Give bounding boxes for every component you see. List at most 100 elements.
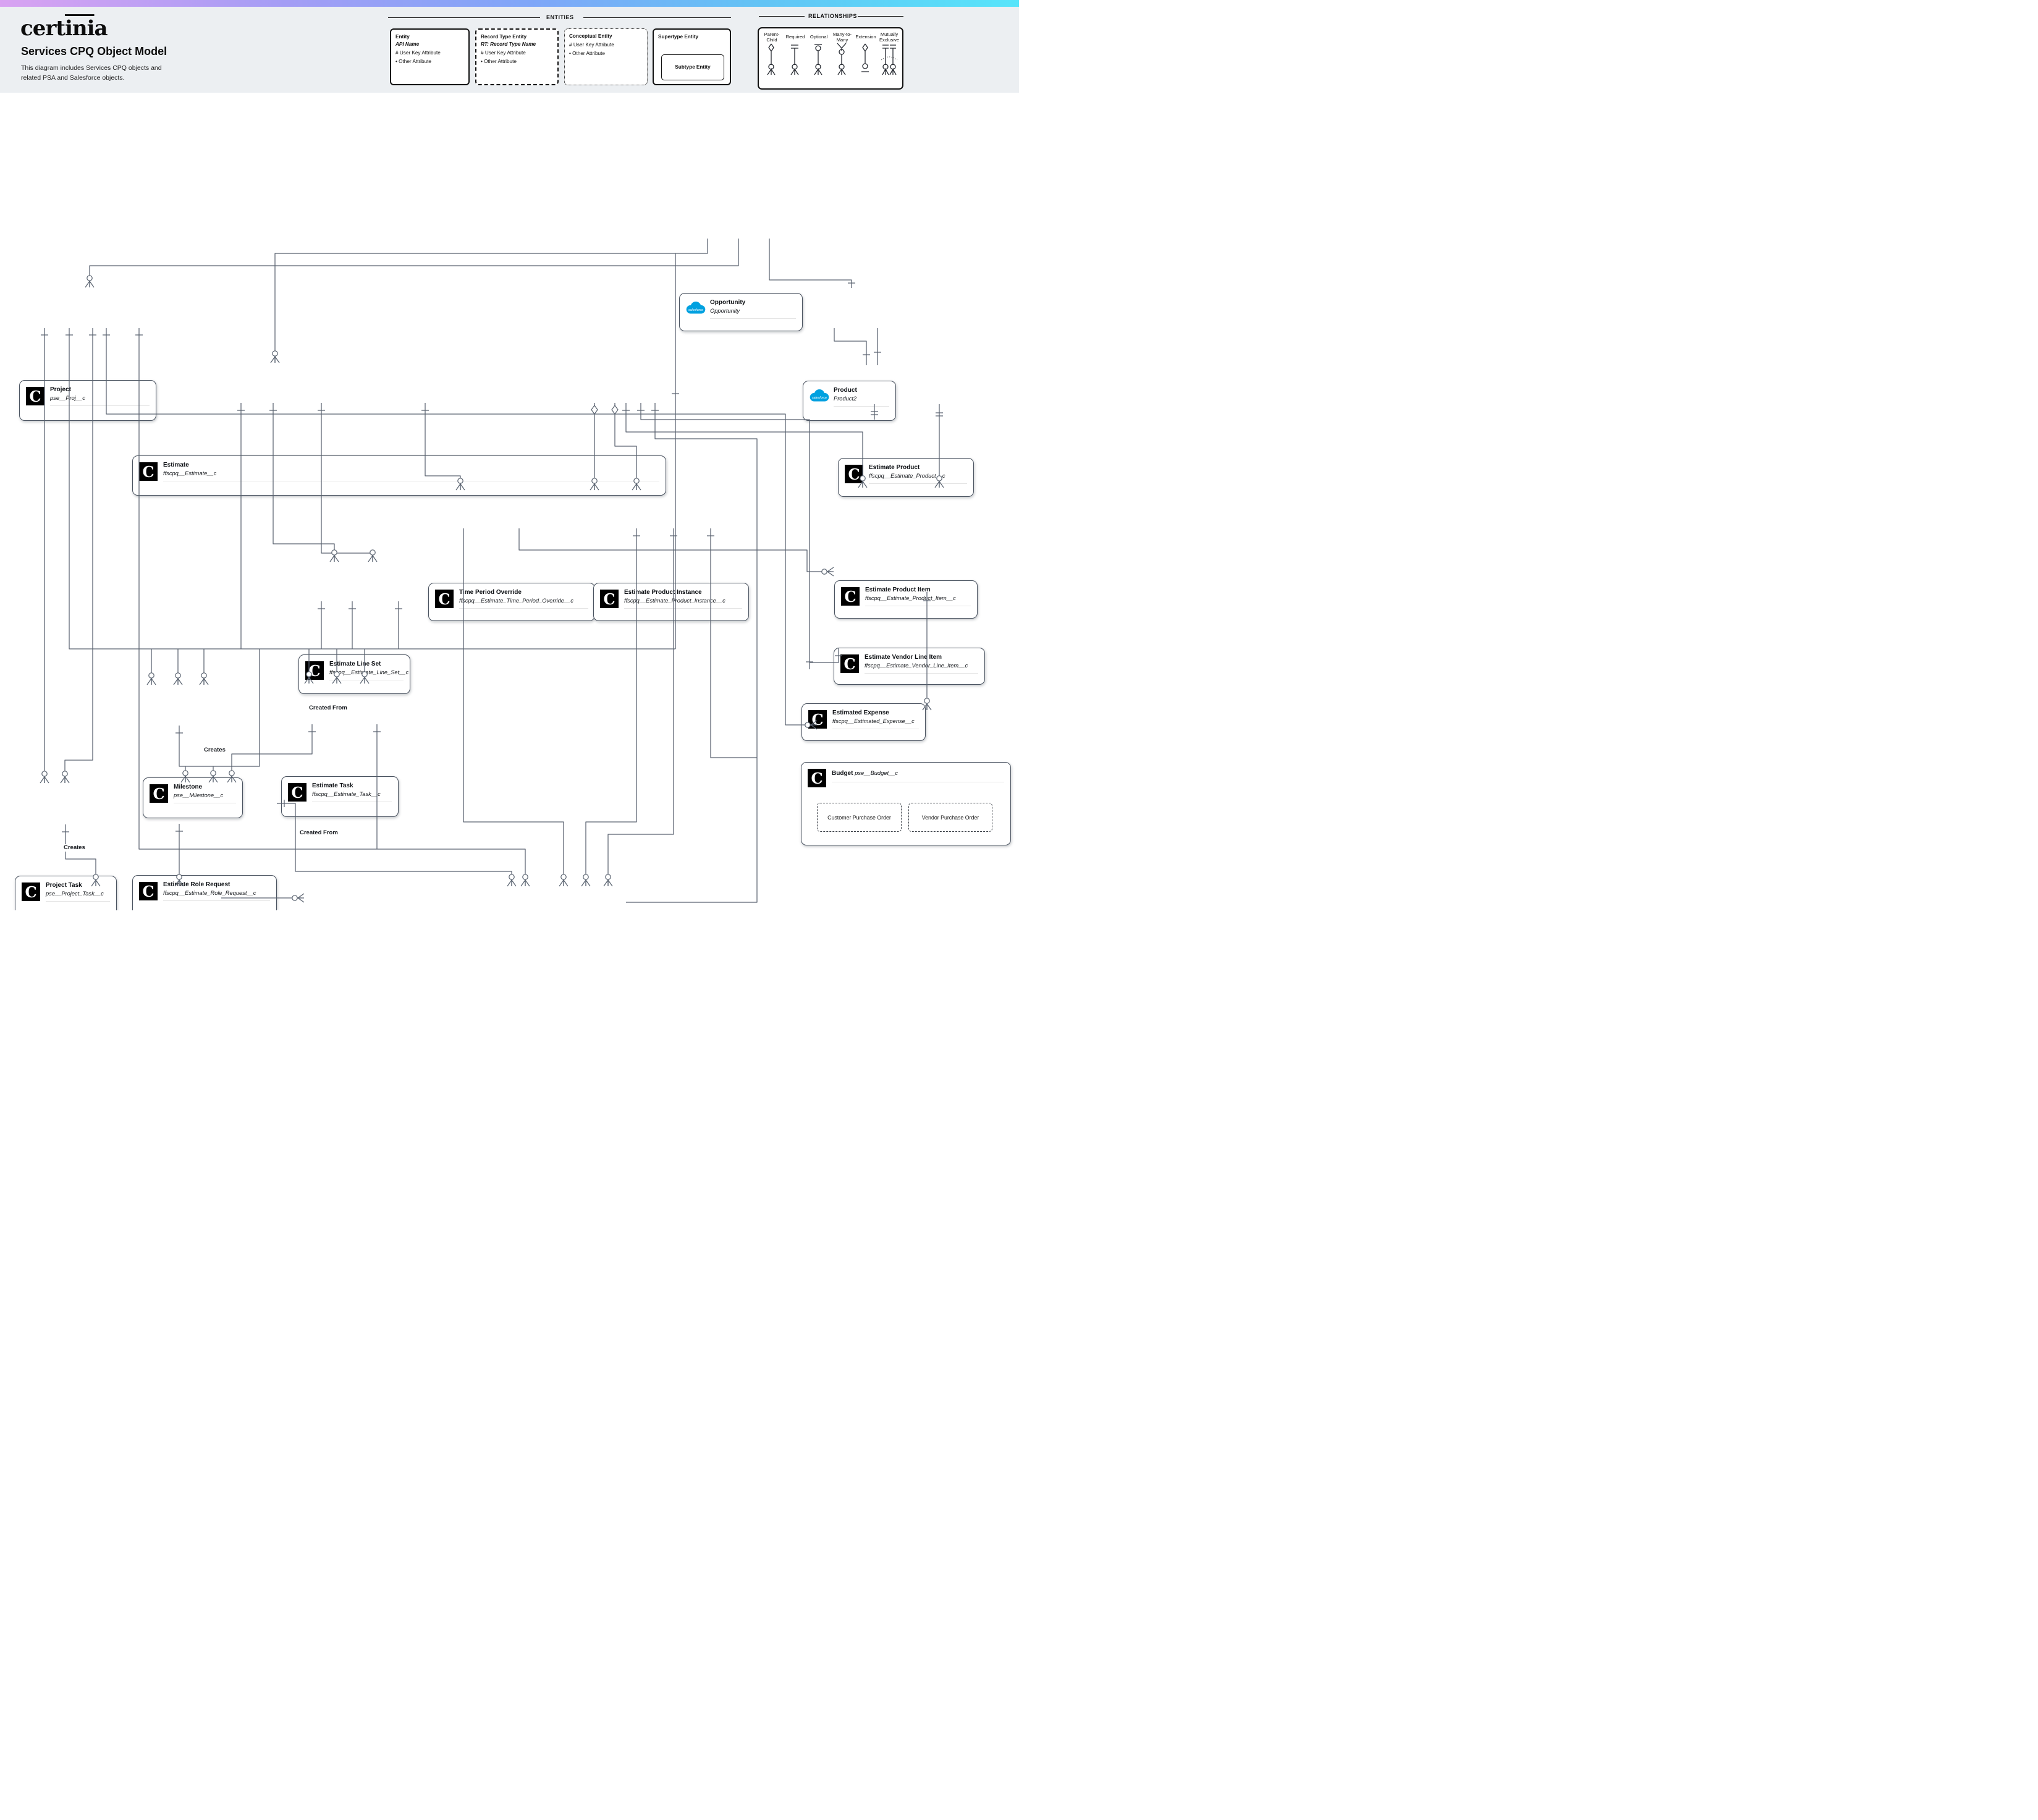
relationship-label-created-from-estimate-task: Created From xyxy=(298,829,340,837)
relationships-legend-line-left xyxy=(759,16,805,17)
extension-symbol-icon xyxy=(861,43,869,72)
entity-estimate-task[interactable]: C Estimate Task ffscpq__Estimate_Task__c xyxy=(281,776,399,817)
certinia-logo-icon: C xyxy=(808,710,827,729)
certinia-logo-icon: C xyxy=(22,882,40,901)
entities-legend-title: ENTITIES xyxy=(546,14,574,20)
legend-entity-conceptual-entity: Conceptual Entity# User Key Attribute• O… xyxy=(564,28,648,85)
entity-api-name: ffscpq__Estimate_Vendor_Line_Item__c xyxy=(865,662,968,669)
page-subtitle-line1: This diagram includes Services CPQ objec… xyxy=(21,64,162,72)
legend-subtitle: API Name xyxy=(395,41,420,47)
entity-name: Milestone xyxy=(174,784,203,790)
relationships-legend-line-right xyxy=(858,16,903,17)
entity-milestone[interactable]: C Milestone pse__Milestone__c xyxy=(143,777,243,818)
header: certinia Services CPQ Object Model This … xyxy=(0,7,1019,93)
entity-api-name: ffscpq__Estimated_Expense__c xyxy=(832,718,915,724)
legend-rel-label: Parent-Child xyxy=(764,31,780,43)
legend-rel-optional: Optional xyxy=(807,31,831,86)
relationship-label-creates-project-task: Creates xyxy=(62,844,87,852)
relationship-label-created-from-line-set: Created From xyxy=(307,705,349,712)
entity-api-name: ffscpq__Estimate_Task__c xyxy=(312,791,381,797)
optional-symbol-icon xyxy=(814,44,822,75)
entity-api-name: ffscpq__Estimate_Time_Period_Override__c xyxy=(459,598,573,604)
legend-rel-label: Required xyxy=(785,34,805,40)
relationships-legend-title: RELATIONSHIPS xyxy=(808,13,857,19)
entity-api-name: Product2 xyxy=(834,396,857,402)
certinia-logo-icon: C xyxy=(435,590,454,608)
entity-estimate-product[interactable]: C Estimate Product ffscpq__Estimate_Produc… xyxy=(838,458,974,497)
entity-api-name: Opportunity xyxy=(710,308,740,314)
top-gradient-bar xyxy=(0,0,1019,7)
legend-rel-parent-child: Parent-Child xyxy=(760,31,784,86)
legend-attribute: # User Key Attribute xyxy=(569,42,614,48)
entity-name: Estimate Task xyxy=(312,782,353,789)
legend-attribute: # User Key Attribute xyxy=(395,50,441,56)
salesforce-logo-icon: salesforce xyxy=(686,301,706,314)
salesforce-logo-icon: salesforce xyxy=(810,389,829,402)
certinia-logo-icon: C xyxy=(600,590,619,608)
legend-rel-many-to-many: Many-to-Many xyxy=(831,31,854,86)
certinia-logo-icon: C xyxy=(305,661,324,680)
certinia-logo-icon: C xyxy=(288,783,307,802)
certinia-logo-icon: C xyxy=(808,769,826,787)
legend-rel-extension: Extension xyxy=(854,31,877,86)
logo-part3: a xyxy=(94,16,108,41)
relationship-label-creates-milestone: Creates xyxy=(202,747,227,754)
entity-name: Opportunity xyxy=(710,299,746,306)
parent-child-symbol-icon xyxy=(767,43,776,75)
entity-estimate-product-instance[interactable]: C Estimate Product Instance ffscpq__Estima… xyxy=(593,583,749,621)
legend-attribute: • Other Attribute xyxy=(395,59,431,64)
entity-api-name: pse__Budget__c xyxy=(855,770,898,776)
page-subtitle: This diagram includes Services CPQ objec… xyxy=(21,63,162,83)
entity-api-name: ffscpq__Estimate_Line_Set__c xyxy=(329,669,409,675)
entity-estimate-line-set[interactable]: C Estimate Line Set ffscpq__Estimate_Line_… xyxy=(298,654,410,694)
entity-api-name: ffscpq__Estimate__c xyxy=(163,470,217,476)
entity-name: Estimate Product xyxy=(869,464,920,471)
legend-title: Record Type Entity xyxy=(481,34,527,40)
mutually-exclusive-symbol-icon xyxy=(881,44,898,75)
logo-part2: ini xyxy=(64,16,95,41)
legend-attribute: # User Key Attribute xyxy=(481,50,526,56)
entity-api-name: pse__Milestone__c xyxy=(174,792,224,798)
legend-title: Entity xyxy=(395,34,410,40)
certinia-logo: certinia xyxy=(20,16,108,41)
certinia-logo-icon: C xyxy=(840,654,859,673)
conceptual-name: Vendor Purchase Order xyxy=(921,814,979,821)
certinia-logo-icon: C xyxy=(841,587,860,606)
entity-name: Estimate Role Request xyxy=(163,881,230,888)
entity-name: Product xyxy=(834,387,857,394)
entity-name: Estimate xyxy=(163,462,189,468)
conceptual-vendor-purchase-order[interactable]: Vendor Purchase Order xyxy=(908,803,992,832)
legend-subtype-entity: Subtype Entity xyxy=(661,54,724,80)
legend-title: Conceptual Entity xyxy=(569,33,612,39)
certinia-logo-icon: C xyxy=(845,465,863,483)
legend-title: Supertype Entity xyxy=(658,34,699,40)
entity-name: Project xyxy=(50,386,71,393)
logo-part1: cert xyxy=(20,16,66,41)
certinia-logo-icon: C xyxy=(150,784,168,803)
entity-name: Project Task xyxy=(46,882,82,889)
legend-rel-label: Many-to-Many xyxy=(833,31,852,43)
entity-api-name: ffscpq__Estimate_Product_Instance__c xyxy=(624,598,725,604)
svg-text:salesforce: salesforce xyxy=(812,396,827,400)
entity-api-name: ffscpq__Estimate_Product__c xyxy=(869,473,945,479)
entity-name: Estimate Product Instance xyxy=(624,589,702,596)
entity-name: Estimate Line Set xyxy=(329,661,381,667)
required-symbol-icon xyxy=(790,44,799,75)
page-subtitle-line2: related PSA and Salesforce objects. xyxy=(21,74,125,82)
legend-rel-label: Optional xyxy=(810,34,828,40)
conceptual-customer-purchase-order[interactable]: Customer Purchase Order xyxy=(817,803,902,832)
